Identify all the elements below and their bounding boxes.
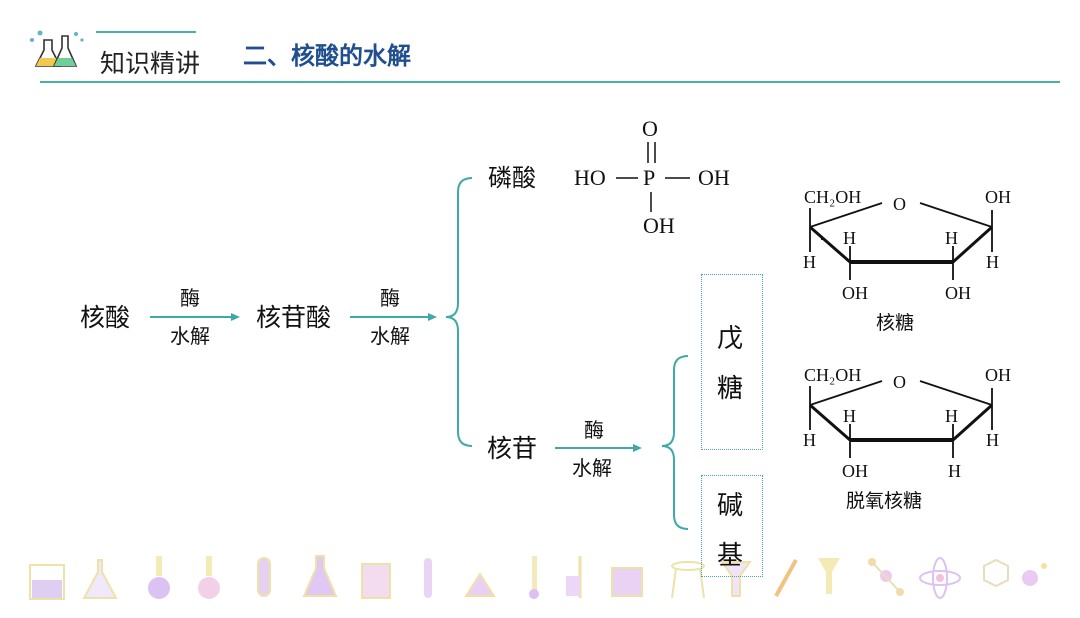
ribose-h-left: H [803,252,816,272]
arrow2-enzyme-label: 酶 [380,286,400,310]
deoxyribose-oh-c1: OH [985,365,1011,385]
header-title: 知识精讲 [100,49,201,78]
pentose-char-1: 戊 [717,324,744,354]
alcohol-lamp-icon [464,572,496,597]
deoxyribose-h-c2: H [948,461,961,481]
flask-icon [82,559,118,599]
phosphate-o-top: O [642,116,658,141]
deoxyribose-ring [809,380,994,458]
benzene-icon [983,558,1009,588]
deoxyribose-h-c1: H [945,406,958,426]
label-nucleotide: 核苷酸 [256,303,332,332]
ribose-h-c1: H [945,228,958,248]
arrow3-hydrolysis-label: 水解 [572,456,612,480]
ribose-h-right: H [986,252,999,272]
tripod-icon [671,561,705,599]
arrow3-enzyme-label: 酶 [584,418,604,442]
ribose-oh-c1: OH [985,187,1011,207]
phosphate-bonds [616,142,690,212]
round-flask-icon [148,556,170,599]
ribose-ch2oh: CH₂OH [804,187,862,207]
ribose-ring [809,202,994,280]
molecule-icon [1022,563,1047,586]
base-char-1: 碱 [717,491,744,521]
arrow2-hydrolysis-label: 水解 [370,324,410,348]
phosphate-oh-bottom: OH [643,213,675,238]
dropper-icon [774,559,798,597]
hydrolysis-arrow-1 [150,313,240,321]
atom-icon [919,557,961,599]
label-nucleoside: 核苷 [487,434,538,463]
hydrolysis-arrow-3 [555,444,642,452]
ribose-ring-o: O [893,194,906,214]
test-tube-icon [257,557,271,597]
pentose-box [701,274,763,450]
section-title: 二、核酸的水解 [243,42,411,70]
ribose-oh-c3: OH [842,283,868,303]
deoxyribose-name: 脱氧核糖 [846,490,923,512]
label-phosphoric-acid: 磷酸 [488,164,536,192]
footer-lab-icons [29,555,1047,600]
deoxyribose-oh-c3: OH [842,461,868,481]
ribose-h-c4: H [843,228,856,248]
base-box [701,475,763,577]
phosphate-ho-left: HO [574,165,606,190]
reagent-bottle-icon [361,563,391,599]
hydrolysis-arrow-2 [350,313,437,321]
arrow1-hydrolysis-label: 水解 [170,324,210,348]
deoxyribose-h-right: H [986,430,999,450]
pentose-char-2: 糖 [717,374,744,404]
phosphate-p: P [643,165,656,190]
deoxyribose-ring-o: O [893,372,906,392]
deoxyribose-h-c4: H [843,406,856,426]
thermometer-icon [529,556,539,599]
funnel-icon [818,558,840,594]
deoxyribose-h-left: H [803,430,816,450]
molecule-icon [868,558,904,596]
base-char-2: 基 [717,541,744,571]
test-tube-icon [424,558,432,598]
lab-flasks-logo-icon [30,30,84,67]
beaker-icon [29,564,65,600]
ribose-name: 核糖 [876,312,915,334]
arrow1-enzyme-label: 酶 [180,286,200,310]
round-flask-icon [198,556,220,599]
conical-flask-icon [302,555,338,597]
ribose-oh-c2: OH [945,283,971,303]
deoxyribose-ch2oh: CH₂OH [804,365,862,385]
stand-icon [566,556,582,598]
brace-2 [661,355,689,530]
label-nucleic-acid: 核酸 [80,303,131,332]
brace-1 [445,177,473,447]
phosphate-oh-right: OH [698,165,730,190]
beaker-icon [611,567,643,597]
